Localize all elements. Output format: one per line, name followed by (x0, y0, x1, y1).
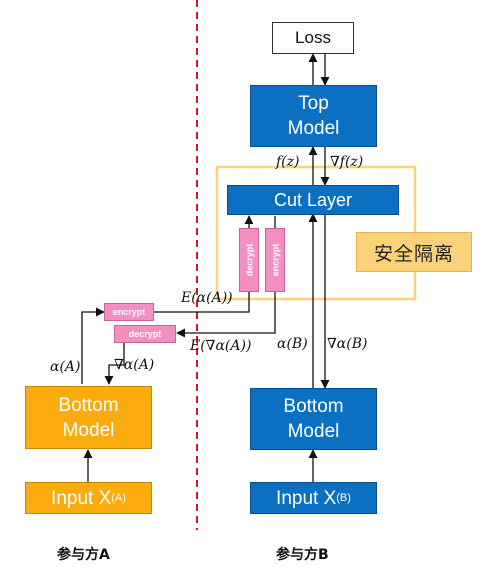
label-enc-grad-alpha-a: E(∇α(A)) (190, 338, 252, 354)
decrypt-b-box: decrypt (239, 228, 259, 292)
bottom-model-a: Bottom Model (25, 386, 152, 449)
label-grad-fz: ∇f(z) (330, 154, 364, 170)
loss-node: Loss (272, 22, 354, 54)
label-alpha-a: α(A) (50, 359, 81, 375)
decrypt-b-label: decrypt (244, 243, 255, 277)
arrow-decrypt-a-to-bottom-a (104, 343, 125, 385)
label-alpha-b: α(B) (277, 336, 308, 352)
input-a-label: Input X (51, 487, 112, 509)
security-isolation-label: 安全隔离 (356, 232, 472, 272)
arrow-bottom-a-to-encrypt (81, 307, 105, 384)
label-fz: f(z) (276, 154, 300, 170)
encrypt-a-box: encrypt (104, 303, 154, 321)
input-a-superscript: (A) (111, 491, 126, 504)
label-enc-alpha-a: E(α(A)) (181, 290, 233, 306)
top-model: Top Model (250, 85, 377, 147)
cut-layer: Cut Layer (227, 185, 399, 215)
label-grad-alpha-a: ∇α(A) (114, 357, 155, 373)
input-b-superscript: (B) (336, 491, 351, 504)
input-b-label: Input X (276, 487, 337, 509)
encrypt-b-box: encrypt (265, 228, 285, 292)
encrypt-b-label: encrypt (270, 243, 281, 277)
party-a-caption: 参与方A (57, 547, 110, 563)
arrow-encrypt-b-to-decrypt-a (176, 292, 276, 338)
input-a: Input X(A) (25, 482, 152, 514)
decrypt-a-box: decrypt (114, 325, 176, 343)
line-encrypt-to-decrypt-b (154, 292, 250, 313)
party-b-caption: 参与方B (276, 547, 329, 563)
bottom-model-b: Bottom Model (250, 388, 377, 450)
input-b: Input X(B) (250, 482, 377, 514)
label-grad-alpha-b: ∇α(B) (327, 336, 368, 352)
